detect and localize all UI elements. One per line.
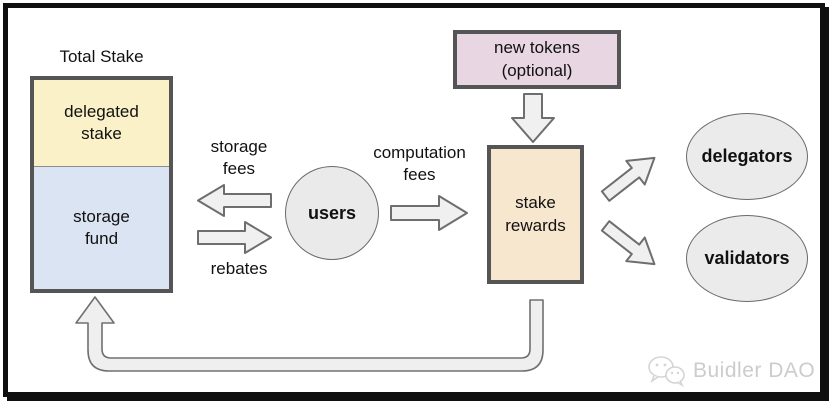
to-validators-arrow-icon xyxy=(600,220,656,266)
rebates-label: rebates xyxy=(210,259,268,278)
watermark: Buidler DAO xyxy=(646,355,815,387)
stake-rewards-node: stake rewards xyxy=(487,145,584,284)
users-label: users xyxy=(307,202,357,223)
new-tokens-arrow-icon xyxy=(511,93,555,143)
rebates-arrow-icon xyxy=(197,221,272,254)
computation-fees-label: computation fees xyxy=(373,143,466,185)
storage-fees-arrow-icon xyxy=(197,184,272,217)
computation-fees-arrow-icon xyxy=(390,195,468,231)
delegators-label: delegators xyxy=(701,146,793,166)
delegated-stake-node: delegated stake xyxy=(34,80,169,167)
new-tokens-node: new tokens (optional) xyxy=(453,30,621,89)
storage-fund-node: storage fund xyxy=(34,167,169,289)
total-stake-label: Total Stake xyxy=(59,47,144,66)
delegated-stake-label: delegated stake xyxy=(64,101,139,143)
total-stake-box: delegated stake storage fund xyxy=(30,76,173,293)
validators-node: validators xyxy=(686,215,808,302)
to-delegators-arrow-icon xyxy=(600,156,656,202)
new-tokens-label: new tokens (optional) xyxy=(494,38,580,80)
users-node: users xyxy=(285,166,379,260)
watermark-label: Buidler DAO xyxy=(693,359,816,382)
storage-fund-label: storage fund xyxy=(73,206,130,248)
stake-rewards-label: stake rewards xyxy=(505,193,566,235)
storage-fees-label: storage fees xyxy=(210,137,268,179)
delegators-node: delegators xyxy=(686,113,808,200)
rewards-to-storage-fund-arrow-icon xyxy=(75,296,544,372)
wechat-icon xyxy=(646,355,686,387)
validators-label: validators xyxy=(704,248,790,268)
